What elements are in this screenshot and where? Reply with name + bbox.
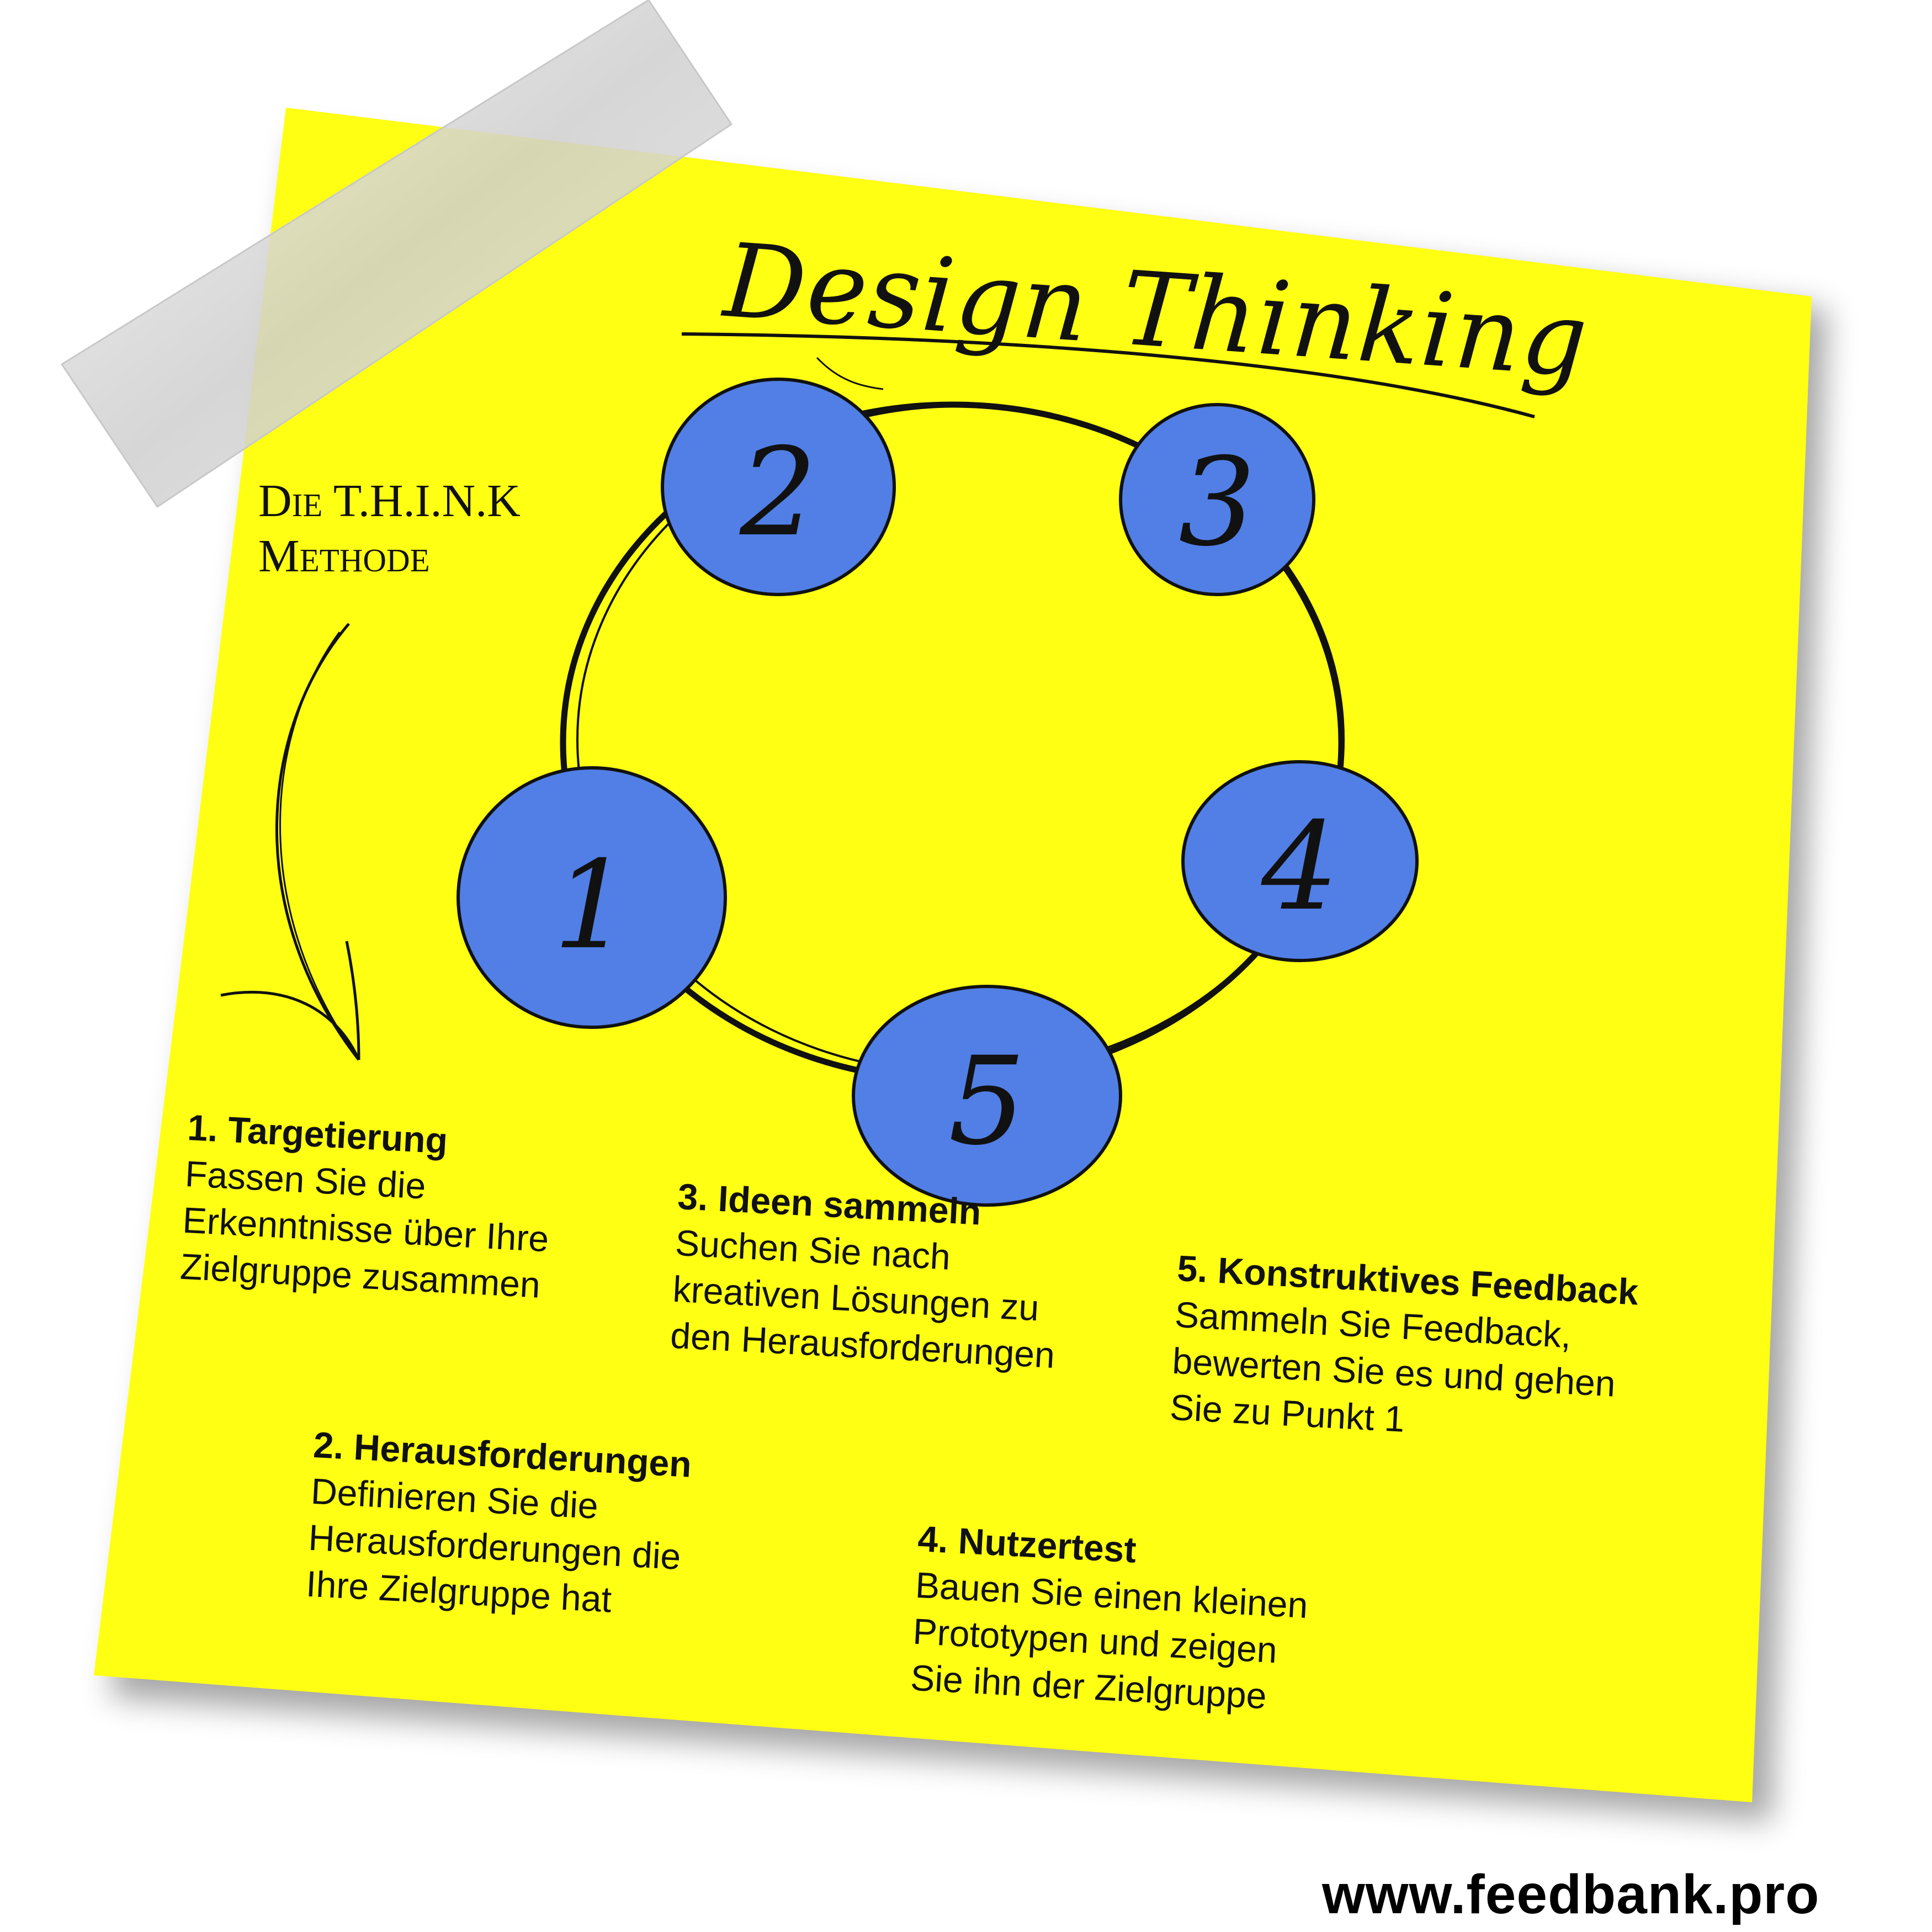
method-label-line1: Die T.H.I.N.K	[258, 475, 521, 527]
circle-number-4: 4	[1261, 796, 1339, 937]
circle-number-1: 1	[553, 835, 630, 976]
step-circle-4	[1181, 760, 1419, 962]
step-text-5: 5. Konstruktives Feedback Sammeln Sie Fe…	[1169, 1245, 1639, 1454]
step-circle-1	[457, 766, 727, 1029]
footer-url: www.feedbank.pro	[1322, 1864, 1820, 1925]
method-label-line2: Methode	[258, 530, 430, 582]
step-circle-3	[1119, 403, 1315, 596]
step-circle-5	[852, 985, 1122, 1207]
step-circle-2	[661, 378, 896, 596]
step-text-2: 2. Herausforderungen Definieren Sie die …	[305, 1421, 693, 1626]
circle-number-5: 5	[948, 1031, 1026, 1172]
circle-number-2: 2	[740, 422, 817, 563]
method-label: Die T.H.I.N.K Methode	[258, 474, 521, 584]
note-paper	[94, 108, 1812, 1802]
step-text-4: 4. Nutzertest Bauen Sie einen kleinen Pr…	[909, 1515, 1311, 1721]
circle-number-3: 3	[1179, 432, 1256, 573]
step-text-3: 3. Ideen sammeln Suchen Sie nach kreativ…	[669, 1173, 1063, 1378]
step-text-1: 1. Targetierung Fassen Sie die Erkenntni…	[179, 1104, 555, 1308]
